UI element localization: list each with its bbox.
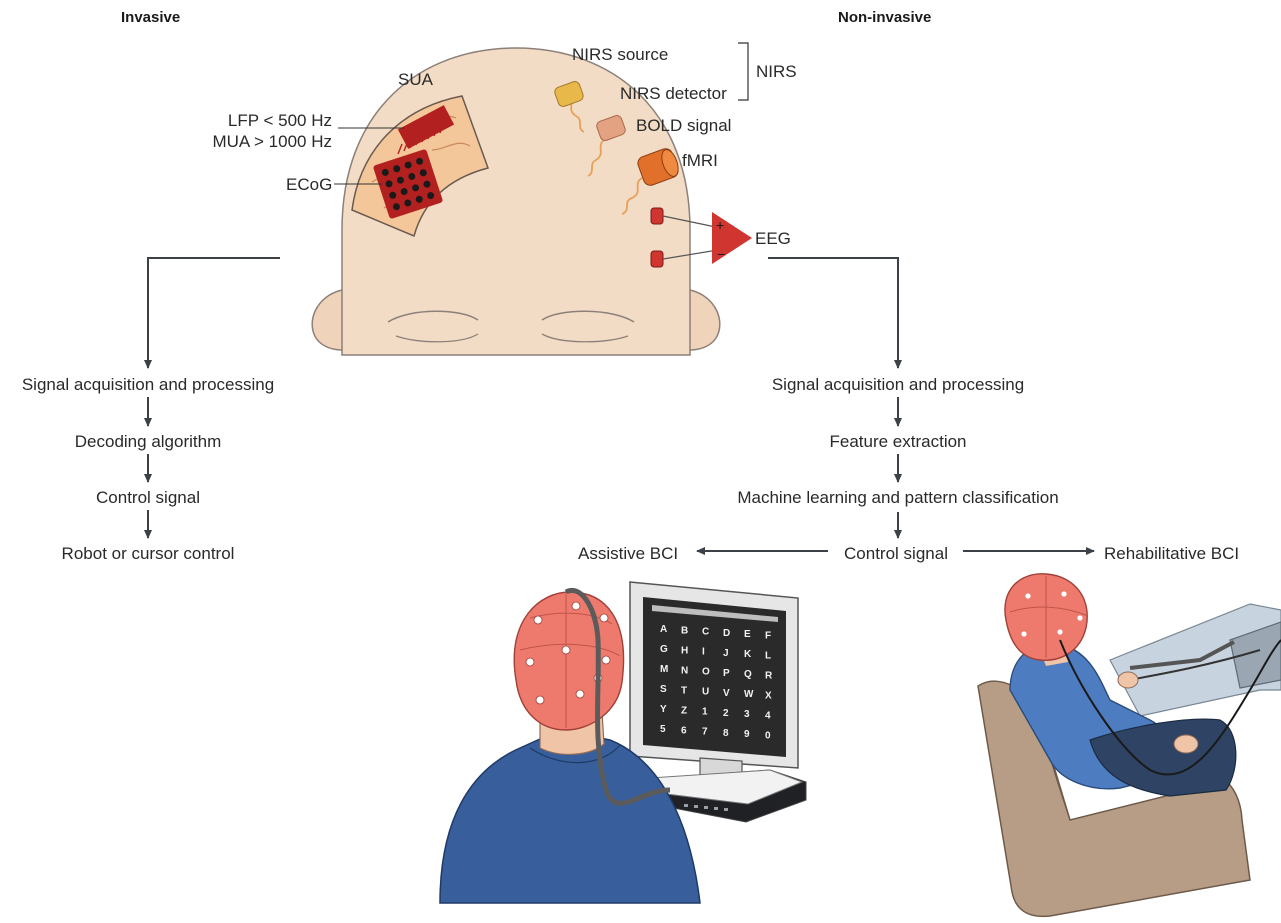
speller-cell: T — [681, 685, 687, 696]
invasive-elbow-arrow — [148, 258, 280, 368]
speller-cell: M — [660, 664, 668, 675]
speller-cell: A — [660, 624, 667, 635]
speller-cell: Y — [660, 704, 667, 715]
nonin-step-signal-acquisition: Signal acquisition and processing — [772, 376, 1024, 393]
inv-step-robot-control: Robot or cursor control — [62, 545, 235, 562]
label-nirs-detector: NIRS detector — [620, 85, 727, 102]
speller-cell: D — [723, 628, 730, 639]
speller-cell: O — [702, 667, 710, 678]
label-fmri: fMRI — [682, 152, 718, 169]
speller-cell: 6 — [681, 725, 687, 736]
speller-cell: R — [765, 671, 773, 682]
speller-cell: P — [723, 668, 730, 679]
speller-cell: S — [660, 684, 667, 695]
nonin-step-feature-extraction: Feature extraction — [829, 433, 966, 450]
rehab-scene — [978, 574, 1281, 917]
speller-cell: J — [723, 648, 729, 659]
speller-cell: 1 — [702, 707, 708, 718]
label-nirs-source: NIRS source — [572, 46, 668, 63]
speller-cell: V — [723, 688, 730, 699]
label-assistive-bci: Assistive BCI — [578, 545, 678, 562]
speller-cell: F — [765, 631, 771, 642]
label-bold: BOLD signal — [636, 117, 731, 134]
label-rehabilitative-bci: Rehabilitative BCI — [1104, 545, 1239, 562]
speller-cell: 3 — [744, 709, 750, 720]
speller-cell: N — [681, 665, 688, 676]
hand-on-handle — [1118, 672, 1138, 688]
inv-step-decoding: Decoding algorithm — [75, 433, 221, 450]
speller-cell: W — [744, 689, 754, 700]
speller-cell: 7 — [702, 727, 708, 738]
speller-cell: K — [744, 649, 752, 660]
invasive-header: Invasive — [121, 10, 180, 25]
speller-cell: C — [702, 627, 709, 638]
hand-on-knee — [1174, 735, 1198, 753]
nonin-step-control-signal: Control signal — [844, 545, 948, 562]
noninvasive-elbow-arrow — [768, 258, 898, 368]
label-nirs: NIRS — [756, 63, 797, 80]
speller-cell: 9 — [744, 729, 750, 740]
speller-cell: 5 — [660, 724, 666, 735]
speller-cell: B — [681, 625, 688, 636]
speller-cell: G — [660, 644, 668, 655]
noninvasive-header: Non-invasive — [838, 10, 931, 25]
label-eeg: EEG — [755, 230, 791, 247]
speller-cell: X — [765, 691, 772, 702]
inv-step-signal-acquisition: Signal acquisition and processing — [22, 376, 274, 393]
amp-minus: − — [717, 247, 725, 261]
speller-cell: Z — [681, 705, 687, 716]
speller-cell: 8 — [723, 728, 729, 739]
speller-cell: E — [744, 629, 751, 640]
inv-step-control-signal: Control signal — [96, 489, 200, 506]
speller-cell: I — [702, 647, 705, 658]
speller-cell: L — [765, 651, 771, 662]
speller-cell: 0 — [765, 731, 771, 742]
speller-cell: 2 — [723, 708, 729, 719]
label-sua: SUA — [398, 71, 433, 88]
label-ecog: ECoG — [286, 176, 332, 193]
speller-cell: H — [681, 645, 688, 656]
speller-cell: U — [702, 687, 709, 698]
speller-cell: 4 — [765, 711, 771, 722]
nirs-bracket — [738, 43, 748, 100]
label-mua: MUA > 1000 Hz — [180, 133, 332, 150]
nonin-step-machine-learning: Machine learning and pattern classificat… — [737, 489, 1058, 506]
amp-plus: + — [716, 218, 724, 232]
label-lfp: LFP < 500 Hz — [200, 112, 332, 129]
speller-cell: Q — [744, 669, 752, 680]
